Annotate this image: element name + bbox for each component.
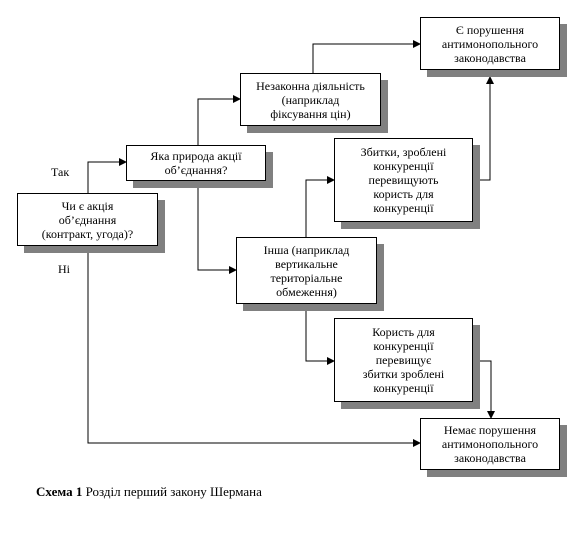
node-nature: Яка природа акції об’єднання? — [126, 145, 266, 181]
node-benefit: Користь для конкуренції перевищує збитки… — [334, 318, 473, 402]
connector-illegal-violation — [312, 40, 421, 73]
node-question: Чи є акція об’єднання (контракт, угода)? — [17, 193, 158, 246]
connector-other-harm — [305, 176, 335, 237]
connector-yes — [87, 158, 127, 193]
node-violation: Є порушення антимонопольного законодавст… — [420, 17, 560, 70]
connector-benefit-noviolation — [473, 360, 495, 419]
connector-harm-violation — [473, 76, 494, 181]
node-no-violation: Немає порушення антимонопольного законод… — [420, 418, 560, 470]
node-other: Інша (наприклад вертикальне територіальн… — [236, 237, 377, 304]
caption-text: Розділ перший закону Шермана — [82, 484, 262, 499]
node-illegal: Незаконна діяльність (наприклад фіксуван… — [240, 73, 381, 126]
figure-caption: Схема 1 Розділ перший закону Шермана — [36, 484, 262, 500]
caption-number: Схема 1 — [36, 484, 83, 499]
connector-other-benefit — [305, 304, 335, 365]
connector-no — [87, 246, 421, 447]
label-no: Ні — [58, 262, 70, 276]
connector-nature-illegal — [197, 95, 241, 145]
node-harm: Збитки, зроблені конкуренції перевищують… — [334, 138, 473, 222]
label-yes: Так — [51, 165, 70, 179]
connector-nature-other — [197, 181, 237, 274]
